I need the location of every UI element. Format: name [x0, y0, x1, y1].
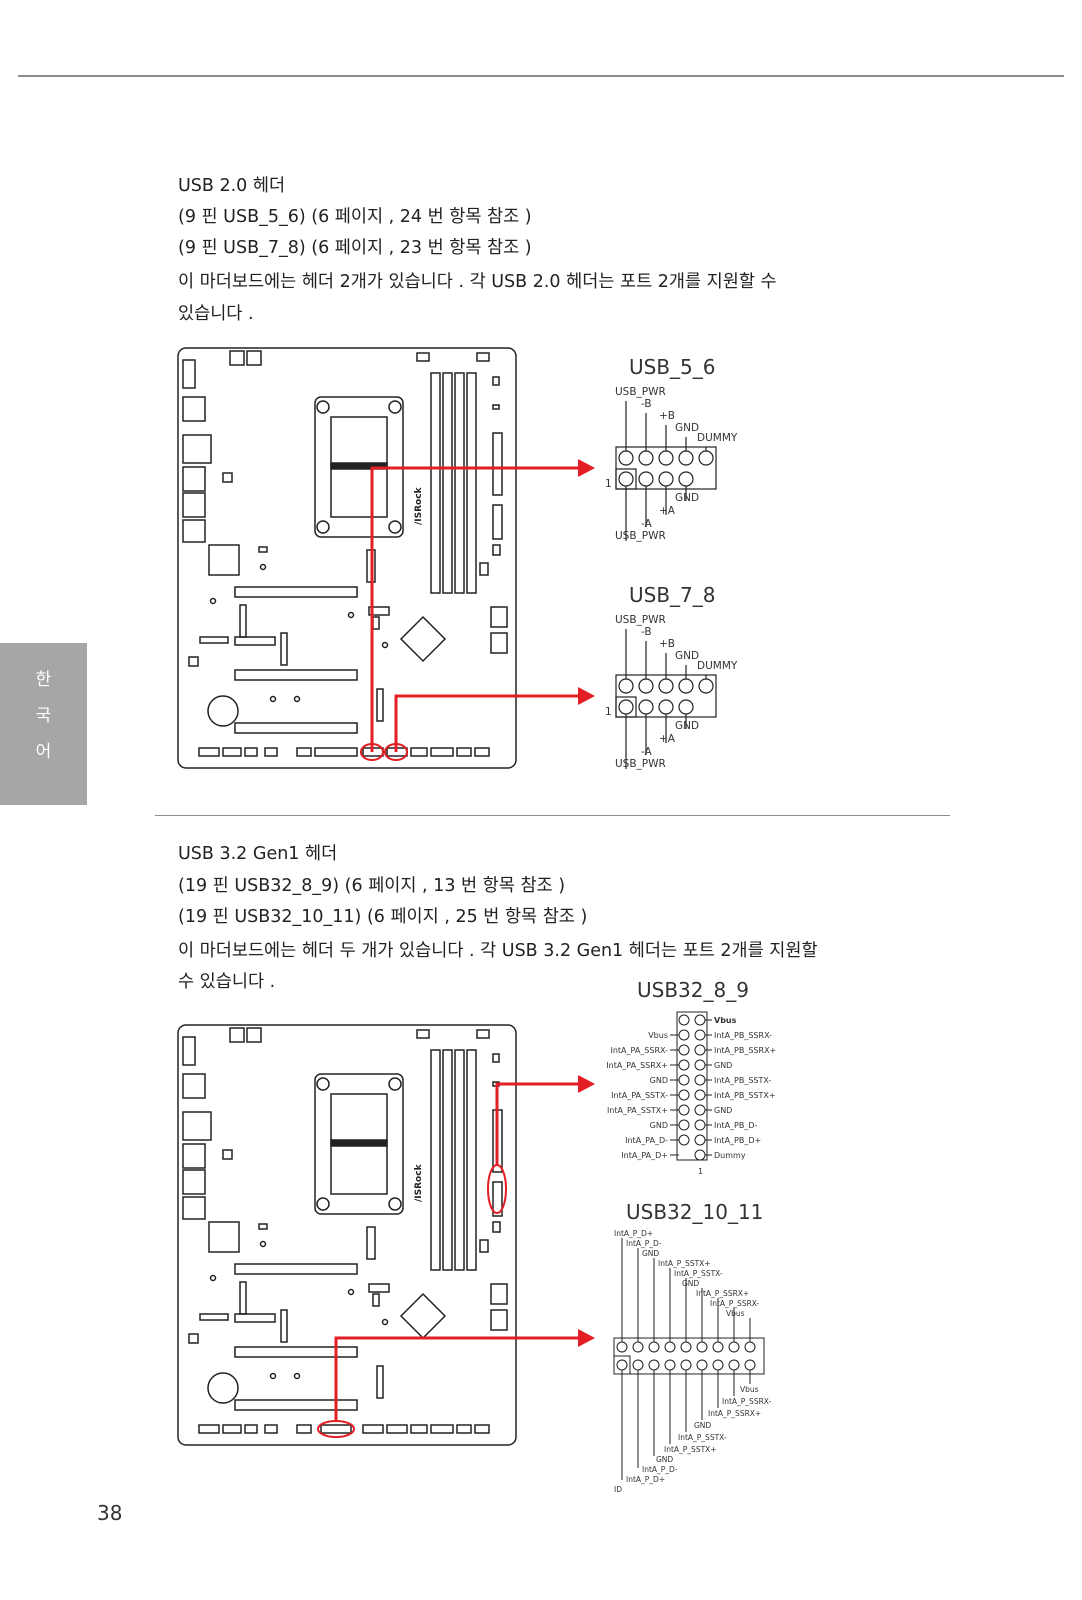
pin-label: IntA_P_SSTX+	[658, 1259, 711, 1268]
pin-label: GND	[656, 1455, 673, 1464]
motherboard-diagram-1: /ISRock	[175, 345, 521, 773]
usb-5-6-label: USB_5_6	[629, 355, 716, 379]
pin-label: DUMMY	[697, 432, 738, 444]
pin-label: IntA_PB_D+	[714, 1136, 761, 1145]
pin-label: -B	[641, 626, 652, 638]
pin-label: Vbus	[726, 1309, 745, 1318]
pin-label: Vbus	[740, 1385, 759, 1394]
section2-title: USB 3.2 Gen1 헤더	[178, 844, 338, 864]
pin-label: IntA_P_D-	[626, 1239, 662, 1248]
pin-label: IntA_P_D-	[642, 1465, 678, 1474]
pin1-label: 1	[605, 706, 612, 718]
top-rule	[18, 75, 1064, 77]
pin-label: -B	[641, 398, 652, 410]
pin-label: GND	[675, 720, 699, 732]
pin-label: GND	[642, 1249, 659, 1258]
pin-label: IntA_P_SSTX-	[674, 1269, 723, 1278]
pin-label: GND	[675, 650, 699, 662]
usb32-arrows	[334, 1075, 595, 1422]
pin-label: IntA_P_D+	[614, 1229, 653, 1238]
section1-ref1: (9 핀 USB_5_6) (6 페이지 , 24 번 항목 참조 )	[178, 207, 532, 227]
usb32-8-9-label: USB32_8_9	[637, 978, 749, 1002]
pin1-label: 1	[605, 478, 612, 490]
pin-label: GND	[694, 1421, 711, 1430]
usb56-arrow	[370, 459, 595, 752]
pin-label: +A	[659, 733, 676, 745]
language-tab-char: 한	[35, 670, 52, 690]
pin-label: USB_PWR	[615, 758, 666, 770]
section2-ref1: (19 핀 USB32_8_9) (6 페이지 , 13 번 항목 참조 )	[178, 876, 566, 896]
pin-label: GND	[714, 1061, 732, 1070]
pin-label: IntA_PB_SSRX+	[714, 1046, 776, 1055]
pin-label: IntA_P_SSRX+	[696, 1289, 749, 1298]
pin-label: IntA_PA_SSTX+	[607, 1106, 668, 1115]
language-tab: 한 국 어	[0, 643, 87, 805]
pin-label: IntA_PA_SSTX-	[611, 1091, 668, 1100]
pin-label: Vbus	[714, 1016, 737, 1025]
section1-title: USB 2.0 헤더	[178, 176, 286, 196]
pin-label: +B	[659, 410, 675, 422]
pin-label: IntA_P_D+	[626, 1475, 665, 1484]
pin-label: GND	[650, 1121, 668, 1130]
pin-label: IntA_PB_D-	[714, 1121, 758, 1130]
section1-desc-line1: 이 마더보드에는 헤더 2개가 있습니다 . 각 USB 2.0 헤더는 포트 …	[178, 272, 777, 292]
section1-ref2: (9 핀 USB_7_8) (6 페이지 , 23 번 항목 참조 )	[178, 238, 532, 258]
pin-label: IntA_PB_SSTX-	[714, 1076, 771, 1085]
pin-label: GND	[650, 1076, 668, 1085]
section2-desc-line2: 수 있습니다 .	[178, 972, 276, 992]
section1-desc-line2: 있습니다 .	[178, 304, 254, 324]
pin-label: +A	[659, 505, 676, 517]
pin-label: GND	[682, 1279, 699, 1288]
pin-label: IntA_P_SSTX-	[678, 1433, 727, 1442]
pin-label: Dummy	[714, 1151, 746, 1160]
section-divider	[155, 815, 950, 816]
pin-label: GND	[675, 492, 699, 504]
pin-label: IntA_P_SSTX+	[664, 1445, 717, 1454]
pin-label: ID	[614, 1485, 622, 1494]
pin-label: IntA_P_SSRX+	[708, 1409, 761, 1418]
pin-label: DUMMY	[697, 660, 738, 672]
pin-label: IntA_PA_D-	[625, 1136, 668, 1145]
page-number: 38	[97, 1501, 123, 1525]
pin-label: -A	[641, 518, 653, 530]
pin-label: IntA_P_SSRX-	[722, 1397, 772, 1406]
section2-desc-line1: 이 마더보드에는 헤더 두 개가 있습니다 . 각 USB 3.2 Gen1 헤…	[178, 941, 818, 961]
pin-label: USB_PWR	[615, 530, 666, 542]
section2-ref2: (19 핀 USB32_10_11) (6 페이지 , 25 번 항목 참조 )	[178, 907, 588, 927]
pin-label: IntA_PA_SSRX+	[606, 1061, 668, 1070]
motherboard-diagram-2: /ISRock	[175, 1022, 521, 1450]
pin-label: -A	[641, 746, 653, 758]
pin-label: IntA_PB_SSRX-	[714, 1031, 772, 1040]
board-logo: /ISRock	[414, 486, 424, 525]
pin-label: GND	[675, 422, 699, 434]
language-tab-char: 어	[35, 742, 52, 762]
usb32-10-11-label: USB32_10_11	[626, 1200, 764, 1224]
pin-label: +B	[659, 638, 675, 650]
pin-label: IntA_PA_D+	[621, 1151, 668, 1160]
pin-label: IntA_PA_SSRX-	[610, 1046, 668, 1055]
board-logo: /ISRock	[414, 1163, 424, 1202]
language-tab-char: 국	[35, 706, 52, 726]
pin-label: IntA_PB_SSTX+	[714, 1091, 776, 1100]
pin-label: Vbus	[648, 1031, 668, 1040]
pin-label: GND	[714, 1106, 732, 1115]
pin-label: USB_PWR	[615, 386, 666, 398]
usb-7-8-label: USB_7_8	[629, 583, 716, 607]
pin-label: IntA_P_SSRX-	[710, 1299, 760, 1308]
pin1-label: 1	[698, 1167, 703, 1176]
pin-label: USB_PWR	[615, 614, 666, 626]
